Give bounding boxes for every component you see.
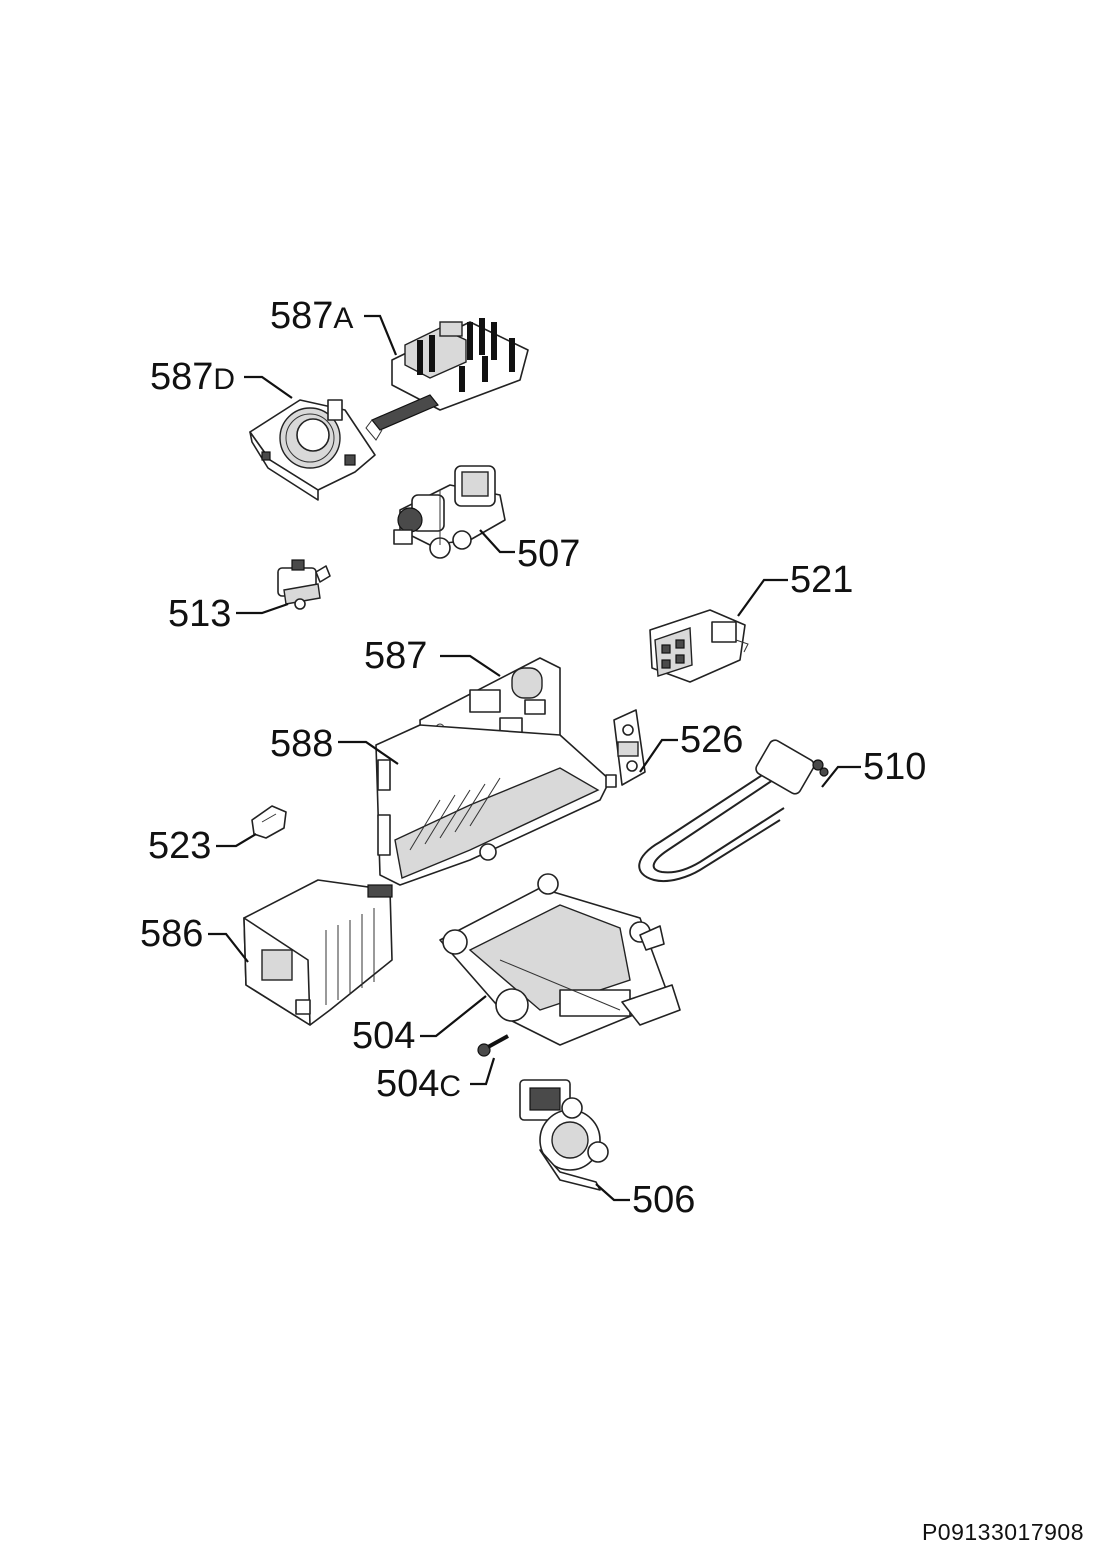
svg-text:504C: 504C <box>376 1063 461 1105</box>
svg-text:587D: 587D <box>150 356 235 398</box>
part-507-drawing <box>393 465 506 559</box>
part-587a-drawing <box>365 318 529 441</box>
callout-521: 521 <box>737 559 853 617</box>
part-587d-drawing <box>249 399 376 501</box>
callout-587a-suffix: A <box>333 302 353 335</box>
callout-513-number: 513 <box>168 593 231 635</box>
callout-586: 586 <box>140 913 249 963</box>
callout-504-number: 504 <box>352 1015 415 1057</box>
part-523-drawing <box>251 805 287 839</box>
callout-504: 504 <box>352 995 487 1057</box>
part-521-drawing <box>649 609 749 683</box>
part-510-drawing <box>638 739 829 882</box>
part-513-drawing <box>277 559 331 610</box>
callout-587d-suffix: D <box>213 363 235 396</box>
svg-text:587A: 587A <box>270 295 353 337</box>
callout-526-number: 526 <box>680 719 743 761</box>
callout-588: 588 <box>270 723 399 765</box>
callout-523-number: 523 <box>148 825 211 867</box>
callout-588-number: 588 <box>270 723 333 765</box>
callout-521-number: 521 <box>790 559 853 601</box>
callout-587: 587 <box>364 635 501 677</box>
callout-504c-suffix: C <box>439 1070 461 1103</box>
callout-523: 523 <box>148 825 257 867</box>
part-588-drawing <box>375 724 611 886</box>
callout-510: 510 <box>821 746 926 788</box>
drawing-code: P09133017908 <box>921 1519 1084 1545</box>
callout-587a-number: 587 <box>270 295 333 337</box>
callout-506: 506 <box>595 1179 695 1221</box>
callout-586-number: 586 <box>140 913 203 955</box>
part-504c-drawing <box>477 1034 509 1057</box>
callout-587-number: 587 <box>364 635 427 677</box>
callout-587d-number: 587 <box>150 356 213 398</box>
callout-507: 507 <box>479 529 580 575</box>
callout-513: 513 <box>168 593 289 635</box>
callout-587d: 587D <box>150 356 293 399</box>
callout-504c-number: 504 <box>376 1063 439 1105</box>
callout-526: 526 <box>639 719 743 773</box>
callout-507-number: 507 <box>517 533 580 575</box>
callout-506-number: 506 <box>632 1179 695 1221</box>
part-526-drawing <box>605 709 646 788</box>
callout-504c: 504C <box>376 1057 496 1105</box>
part-506-drawing <box>519 1079 609 1191</box>
part-586-drawing <box>243 879 393 1026</box>
part-504-drawing <box>439 873 681 1046</box>
callout-587a: 587A <box>270 295 398 356</box>
callout-510-number: 510 <box>863 746 926 788</box>
